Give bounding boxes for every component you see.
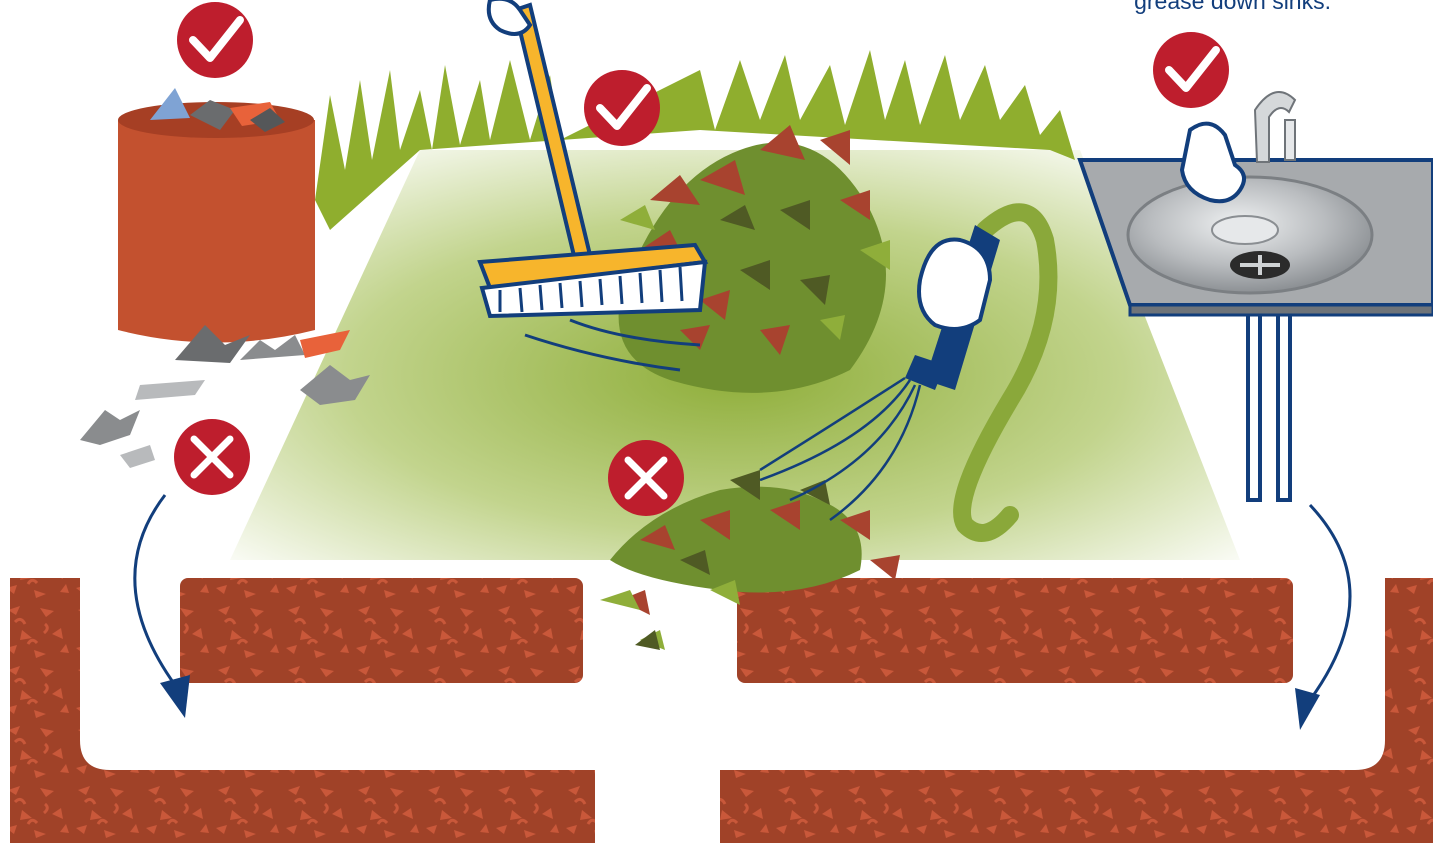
x-icon: [174, 419, 250, 495]
x-icon: [608, 440, 684, 516]
check-icon: [1153, 32, 1229, 108]
check-icon: [584, 70, 660, 146]
flow-arrow-right: [1295, 505, 1350, 730]
soil-layer: [10, 578, 1433, 843]
check-icon: [177, 2, 253, 78]
hand-icon: [1182, 124, 1244, 202]
trash-bin: [118, 88, 315, 343]
